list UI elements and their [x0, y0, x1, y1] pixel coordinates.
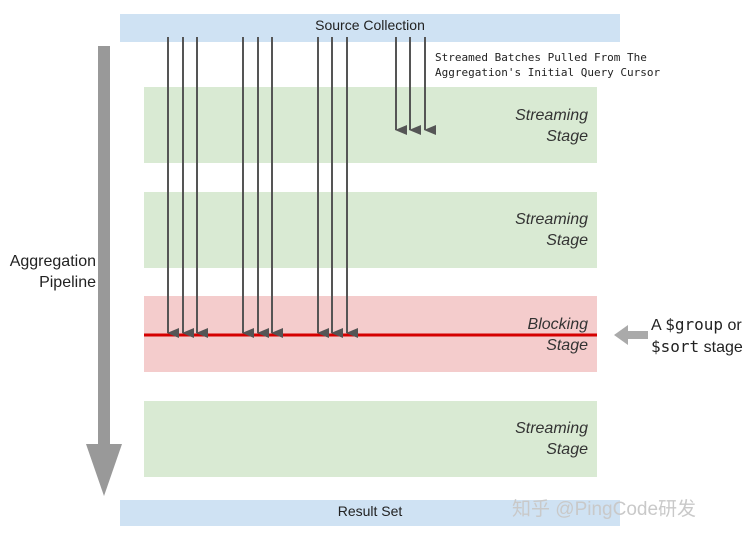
stage-label-blocking: Blocking Stage: [528, 314, 588, 356]
stage-word: Stage: [546, 337, 588, 354]
callout-line-1: A $group or: [651, 314, 743, 336]
stage-kind: Streaming: [515, 211, 588, 228]
stage-kind: Streaming: [515, 107, 588, 124]
stage-label-streaming-2: Streaming Stage: [515, 209, 588, 251]
callout-line-2: $sort stage: [651, 336, 743, 358]
stage-word: Stage: [546, 232, 588, 249]
callout-suffix: stage: [699, 339, 743, 356]
streamed-batches-note: Streamed Batches Pulled From The Aggrega…: [435, 50, 660, 80]
group-sort-callout: A $group or $sort stage: [651, 314, 743, 358]
batch-arrows: [167, 37, 436, 338]
callout-prefix: A: [651, 317, 666, 334]
stage-kind: Streaming: [515, 420, 588, 437]
aggregation-pipeline-label: Aggregation Pipeline: [10, 251, 96, 293]
stage-box-streaming-1: [144, 87, 597, 163]
source-collection-label: Source Collection: [315, 17, 425, 33]
stage-box-streaming-3: [144, 401, 597, 477]
result-set-box: [120, 500, 620, 526]
pipeline-arrow-shaft: [98, 46, 110, 446]
watermark-text: 知乎 @PingCode研发: [512, 499, 697, 520]
stage-kind: Blocking: [527, 316, 588, 333]
callout-op-group: $group: [665, 315, 724, 334]
stage-label-streaming-1: Streaming Stage: [515, 105, 588, 147]
callout-arrow: [614, 325, 648, 345]
pipeline-label-line-1: Aggregation: [9, 253, 96, 270]
stage-label-streaming-3: Streaming Stage: [515, 418, 588, 460]
result-set-label: Result Set: [337, 503, 403, 519]
pipeline-label-line-2: Pipeline: [39, 274, 96, 291]
stage-word: Stage: [546, 128, 588, 145]
note-line-2: Aggregation's Initial Query Cursor: [435, 66, 661, 79]
callout-op-sort: $sort: [651, 337, 700, 356]
stage-box-streaming-2: [144, 192, 597, 268]
note-line-1: Streamed Batches Pulled From The: [435, 51, 647, 64]
pipeline-arrow-head: [86, 444, 122, 496]
source-collection-box: [120, 14, 620, 42]
stage-word: Stage: [546, 441, 588, 458]
callout-mid: or: [723, 317, 742, 334]
